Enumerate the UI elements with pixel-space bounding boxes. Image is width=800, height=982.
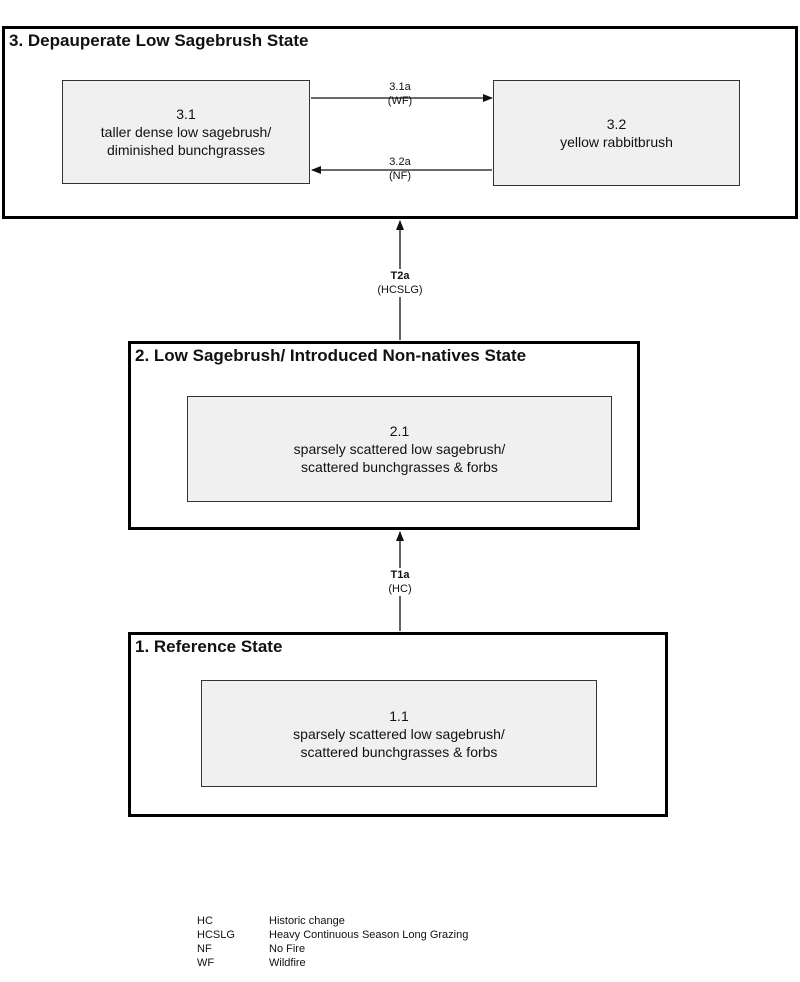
- phase-2-1-box: 2.1 sparsely scattered low sagebrush/ sc…: [187, 396, 612, 502]
- phase-1-1-line-1: sparsely scattered low sagebrush/: [293, 725, 505, 742]
- legend-meaning: No Fire: [269, 943, 306, 955]
- phase-1-1-id: 1.1: [389, 707, 409, 724]
- phase-1-1-line-2: scattered bunchgrasses & forbs: [300, 743, 498, 760]
- legend: HC Historic change HCSLG Heavy Continuou…: [197, 914, 468, 970]
- phase-3-2-id: 3.2: [606, 116, 627, 132]
- phase-3-1-box: 3.1 taller dense low sagebrush/ diminish…: [62, 80, 310, 184]
- transition-t2a-code: T2a: [390, 270, 410, 282]
- transition-t2a-label: T2a (HCSLG): [360, 269, 440, 297]
- state-1-title: 1. Reference State: [135, 637, 283, 656]
- legend-row: HCSLG Heavy Continuous Season Long Grazi…: [197, 928, 468, 942]
- state-2-title: 2. Low Sagebrush/ Introduced Non-natives…: [135, 346, 527, 365]
- transition-t1a-code: T1a: [390, 569, 410, 581]
- state-3-title: 3. Depauperate Low Sagebrush State: [9, 31, 309, 50]
- transition-3-2a-code: 3.2a: [389, 156, 411, 168]
- phase-2-1-line-2: scattered bunchgrasses & forbs: [301, 459, 498, 475]
- transition-t1a-label: T1a (HC): [370, 568, 430, 596]
- legend-abbr: WF: [197, 957, 215, 969]
- legend-abbr: HCSLG: [197, 929, 235, 941]
- transition-3-1a-cause: (WF): [387, 95, 413, 107]
- transition-3-1a-code: 3.1a: [389, 81, 411, 93]
- legend-row: HC Historic change: [197, 914, 468, 928]
- transition-t1a-cause: (HC): [388, 583, 412, 595]
- legend-meaning: Historic change: [269, 915, 345, 927]
- legend-abbr: NF: [197, 943, 212, 955]
- phase-1-1-box: 1.1 sparsely scattered low sagebrush/ sc…: [201, 680, 597, 787]
- transition-t2a-cause: (HCSLG): [377, 284, 423, 296]
- phase-3-1-line-1: taller dense low sagebrush/: [100, 124, 272, 140]
- phase-3-1-id: 3.1: [176, 106, 196, 122]
- transition-3-2a-label: 3.2a (NF): [372, 155, 428, 183]
- legend-row: WF Wildfire: [197, 956, 468, 970]
- phase-2-1-id: 2.1: [389, 423, 410, 439]
- transition-3-1a-label: 3.1a (WF): [372, 80, 428, 108]
- legend-meaning: Wildfire: [269, 957, 306, 969]
- phase-3-2-box: 3.2 yellow rabbitbrush: [493, 80, 740, 186]
- phase-3-2-line-1: yellow rabbitbrush: [560, 134, 673, 150]
- transition-3-2a-cause: (NF): [389, 170, 411, 182]
- legend-row: NF No Fire: [197, 942, 468, 956]
- legend-meaning: Heavy Continuous Season Long Grazing: [269, 929, 469, 941]
- phase-3-1-line-2: diminished bunchgrasses: [107, 142, 265, 158]
- legend-abbr: HC: [197, 915, 213, 927]
- phase-2-1-line-1: sparsely scattered low sagebrush/: [293, 441, 506, 457]
